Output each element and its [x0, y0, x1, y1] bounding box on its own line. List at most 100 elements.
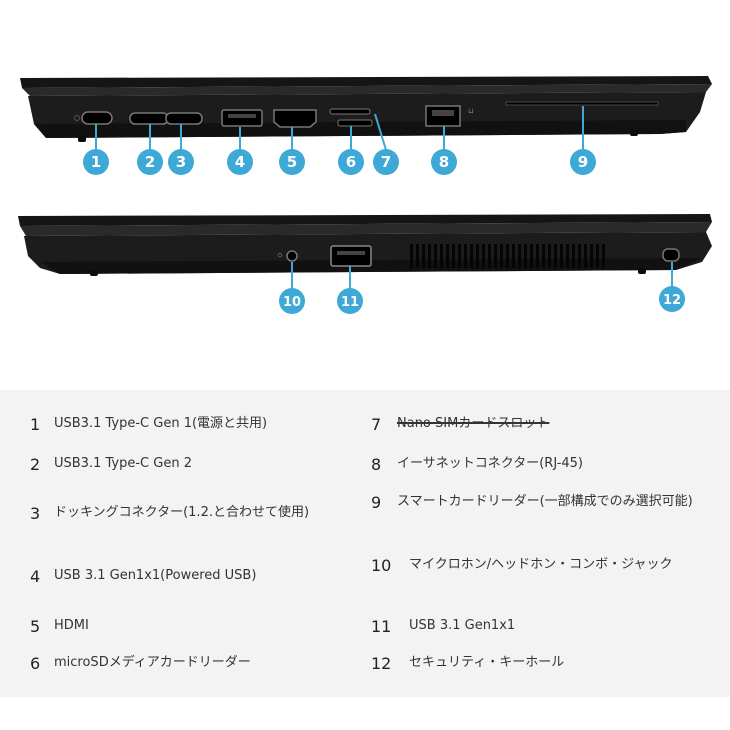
vent-slot	[434, 244, 437, 268]
hdmi-port-5	[273, 109, 317, 128]
callout-badge-8: 8	[431, 149, 457, 175]
callout-number: 3	[176, 153, 186, 171]
vent-slot	[560, 244, 563, 268]
callout-number: 1	[91, 153, 101, 171]
callout-circle	[337, 288, 363, 314]
callout-number: 6	[346, 153, 356, 171]
callout-circle	[279, 288, 305, 314]
vent-grille	[410, 244, 605, 268]
vent-slot	[488, 244, 491, 268]
callout-badge-11: 11	[337, 288, 363, 314]
legend-label: ドッキングコネクター(1.2.と合わせて使用)	[54, 505, 310, 520]
vent-slot	[530, 244, 533, 268]
legend-num: 5	[30, 616, 41, 636]
vent-slot	[452, 244, 455, 268]
legend-label: HDMI	[54, 618, 89, 633]
legend-item-6: 6 microSDメディアカードリーダー	[30, 653, 360, 673]
legend-num: 8	[371, 454, 382, 474]
legend-item-2: 2 USB3.1 Type-C Gen 2	[30, 454, 360, 474]
legend-item-9: 9 スマートカードリーダー(一部構成でのみ選択可能)	[371, 492, 716, 512]
vent-slot	[584, 244, 587, 268]
legend-item-10: 10 マイクロホン/ヘッドホン・コンボ・ジャック	[371, 555, 716, 575]
callout-circle	[227, 149, 253, 175]
legend-label: USB 3.1 Gen1x1	[409, 618, 516, 633]
laptop-left-side-view: ⊔	[20, 76, 712, 142]
callout-number: 4	[235, 153, 245, 171]
callout-number: 9	[578, 153, 588, 171]
legend-item-5: 5 HDMI	[30, 616, 360, 636]
vent-slot	[566, 244, 569, 268]
vent-slot	[476, 244, 479, 268]
vent-slot	[506, 244, 509, 268]
vent-slot	[416, 244, 419, 268]
legend-num: 11	[371, 616, 392, 636]
smart-card-slot-9	[505, 101, 659, 106]
legend-item-8: 8 イーサネットコネクター(RJ-45)	[371, 454, 716, 474]
callout-circle	[570, 149, 596, 175]
vent-slot	[500, 244, 503, 268]
security-keyhole-12	[662, 248, 680, 262]
callout-number: 8	[439, 153, 449, 171]
vent-slot	[542, 244, 545, 268]
vent-slot	[464, 244, 467, 268]
callout-badge-9: 9	[570, 149, 596, 175]
legend-num: 1	[30, 414, 41, 434]
vent-slot	[518, 244, 521, 268]
callout-number: 12	[663, 293, 681, 308]
callout-circle	[83, 149, 109, 175]
callout-badge-1: 1	[83, 149, 109, 175]
callout-badge-6: 6	[338, 149, 364, 175]
vent-slot	[470, 244, 473, 268]
callout-circle	[659, 286, 685, 312]
callout-badge-12: 12	[659, 286, 685, 312]
vent-slot	[440, 244, 443, 268]
legend-item-11: 11 USB 3.1 Gen1x1	[371, 616, 716, 636]
legend-num: 9	[371, 492, 382, 512]
vent-slot	[494, 244, 497, 268]
callout-badge-2: 2	[137, 149, 163, 175]
legend-num: 12	[371, 653, 392, 673]
card-slots-6-7	[329, 108, 373, 127]
callout-number: 11	[341, 295, 359, 310]
callout-number: 5	[287, 153, 297, 171]
vent-slot	[446, 244, 449, 268]
legend-num: 7	[371, 414, 382, 434]
vent-slot	[512, 244, 515, 268]
callout-line	[374, 113, 387, 151]
vent-slot	[482, 244, 485, 268]
callout-badge-4: 4	[227, 149, 253, 175]
callout-circle	[373, 149, 399, 175]
legend-label: マイクロホン/ヘッドホン・コンボ・ジャック	[409, 557, 673, 572]
callout-circle	[137, 149, 163, 175]
callout-badge-3: 3	[168, 149, 194, 175]
vent-slot	[458, 244, 461, 268]
legend-label: セキュリティ・キーホール	[409, 655, 565, 670]
callout-number: 10	[283, 295, 301, 310]
docking-connector-3	[165, 112, 203, 125]
vent-slot	[578, 244, 581, 268]
callout-circle	[279, 149, 305, 175]
usb-c-port-2	[129, 112, 169, 125]
callout-circle	[338, 149, 364, 175]
legend-label: USB3.1 Type-C Gen 1(電源と共用)	[54, 416, 268, 431]
callout-badge-7: 7	[373, 149, 399, 175]
callout-badge-10: 10	[279, 288, 305, 314]
legend-label: イーサネットコネクター(RJ-45)	[397, 456, 583, 471]
vent-slot	[548, 244, 551, 268]
vent-slot	[596, 244, 599, 268]
vent-slot	[524, 244, 527, 268]
vent-slot	[590, 244, 593, 268]
legend-label: スマートカードリーダー(一部構成でのみ選択可能)	[397, 494, 693, 509]
legend-num: 2	[30, 454, 41, 474]
legend-item-12: 12 セキュリティ・キーホール	[371, 653, 716, 673]
legend-label: microSDメディアカードリーダー	[54, 655, 251, 670]
callout-circle	[168, 149, 194, 175]
laptop-right-side-view	[18, 214, 712, 276]
vent-slot	[602, 244, 605, 268]
callout-circle	[431, 149, 457, 175]
audio-jack-10	[277, 250, 298, 262]
usb-a-port-4	[221, 109, 263, 127]
legend-num: 10	[371, 555, 392, 575]
